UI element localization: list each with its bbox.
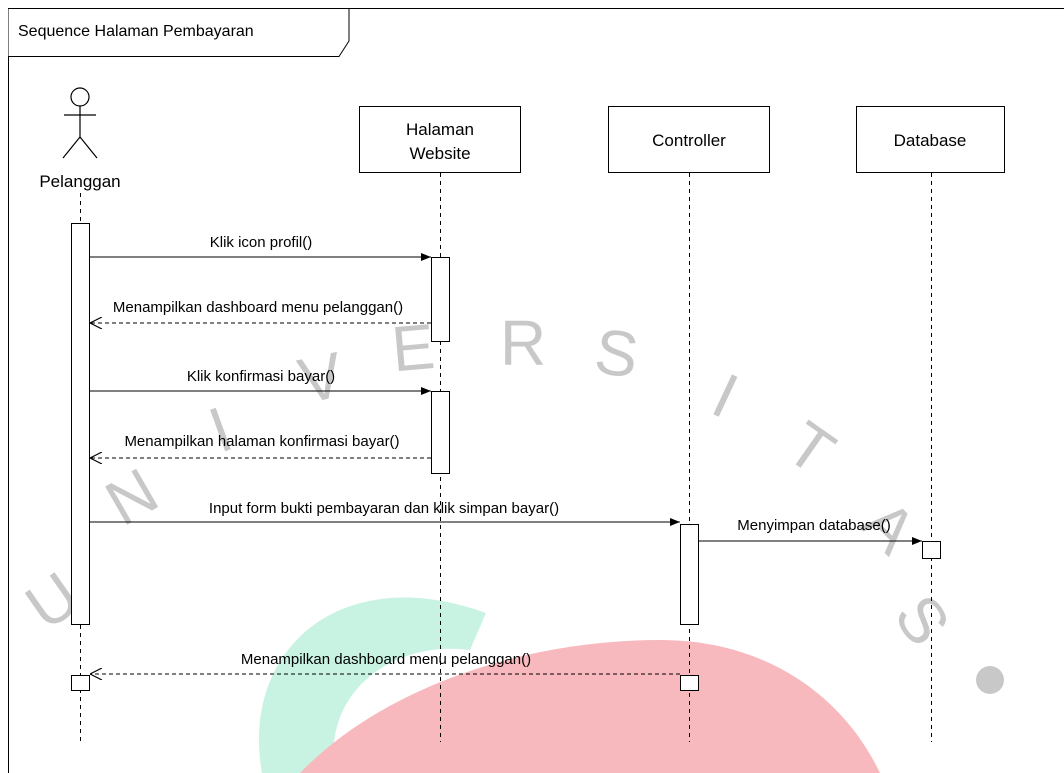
participant-pelanggan: Pelanggan <box>39 87 121 191</box>
messages: Klik icon profil() Menampilkan dashboard… <box>90 234 922 674</box>
watermark-dot <box>976 666 1004 694</box>
message-label: Menampilkan dashboard menu pelanggan() <box>113 299 403 316</box>
message-3: Klik konfirmasi bayar() <box>90 368 431 395</box>
activation-pelanggan-return <box>71 675 90 691</box>
watermark: U N I V E R S I T A S <box>13 307 1004 773</box>
watermark-letter-s2: S <box>881 582 964 658</box>
participant-controller: Controller <box>608 106 770 173</box>
message-4-return: Menampilkan halaman konfirmasi bayar() <box>90 433 431 458</box>
actor-icon <box>62 87 98 159</box>
watermark-letter-r: R <box>500 307 546 379</box>
watermark-green-arc <box>258 597 486 773</box>
watermark-letter-i2: I <box>702 359 749 432</box>
watermark-letter-n: N <box>94 454 170 539</box>
message-label: Klik konfirmasi bayar() <box>187 368 335 385</box>
activations <box>71 223 941 691</box>
watermark-letter-i: I <box>200 393 241 467</box>
message-label: Input form bukti pembayaran dan klik sim… <box>209 500 559 517</box>
message-label: Menyimpan database() <box>737 517 890 534</box>
message-2-return: Menampilkan dashboard menu pelanggan() <box>90 299 431 323</box>
participant-label: Database <box>894 131 967 150</box>
participant-label-line-2: Website <box>409 144 470 163</box>
participant-database: Database <box>856 106 1005 173</box>
activation-halaman-1 <box>431 257 450 342</box>
activation-database <box>922 541 941 559</box>
participant-halaman-website: Halaman Website <box>359 106 521 173</box>
frame-title-tab <box>8 8 350 57</box>
message-label: Klik icon profil() <box>210 234 313 251</box>
watermark-red-arc <box>300 640 880 773</box>
watermark-letter-e: E <box>389 310 438 385</box>
actor-label: Pelanggan <box>39 172 120 191</box>
message-1: Klik icon profil() <box>90 234 431 261</box>
message-7-return: Menampilkan dashboard menu pelanggan() <box>90 651 680 674</box>
message-5: Input form bukti pembayaran dan klik sim… <box>90 500 680 526</box>
activation-pelanggan-main <box>71 223 90 625</box>
message-label: Menampilkan dashboard menu pelanggan() <box>241 651 531 668</box>
message-6: Menyimpan database() <box>699 517 922 545</box>
sequence-frame: Sequence Halaman Pembayaran <box>8 8 1064 773</box>
participant-label-line-1: Halaman <box>406 120 474 139</box>
message-label: Menampilkan halaman konfirmasi bayar() <box>124 433 399 450</box>
participant-label: Controller <box>652 131 726 150</box>
activation-halaman-2 <box>431 391 450 474</box>
watermark-letter-t: T <box>774 407 847 488</box>
frame-title: Sequence Halaman Pembayaran <box>18 23 254 40</box>
watermark-red-block <box>448 730 544 773</box>
watermark-letter-s: S <box>590 315 642 392</box>
activation-controller-return <box>680 675 699 691</box>
activation-controller-main <box>680 524 699 625</box>
